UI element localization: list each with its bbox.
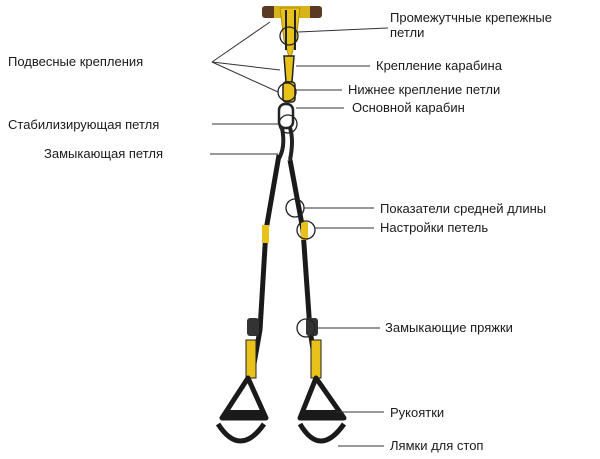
- right-adjust-tab: [301, 222, 308, 240]
- callout-circle-stabilizing: [278, 114, 298, 134]
- lower-loop-strap: [282, 81, 296, 103]
- left-handle-grip: [226, 410, 264, 420]
- label-stabilizing-loop: Стабилизирующая петля: [8, 117, 160, 132]
- leader-mounts-3: [211, 61, 279, 93]
- leader-intermediate: [297, 27, 389, 33]
- left-adjust-tab: [262, 225, 269, 243]
- callout-circle-adjust: [296, 220, 316, 240]
- left-lower-yellow: [245, 339, 257, 379]
- stabilizing-loop-shape: [288, 127, 294, 161]
- label-foot-cradles: Лямки для стоп: [390, 438, 484, 453]
- label-carabiner-mount: Крепление карабина: [376, 58, 502, 73]
- callout-circle-intermediate: [279, 26, 299, 46]
- right-lower-yellow: [310, 339, 322, 379]
- label-main-carabiner: Основной карабин: [352, 100, 465, 115]
- label-suspension-mounts: Подвесные крепления: [8, 54, 144, 69]
- middle-strap: [283, 55, 295, 83]
- label-locking-loop: Замыкающая петля: [44, 146, 164, 161]
- label-mid-length-indicators: Показатели средней длины: [380, 201, 547, 216]
- label-intermediate-loops-line2: петли: [390, 25, 425, 40]
- leader-mounts-2: [211, 61, 281, 71]
- right-buckle: [306, 318, 318, 336]
- label-intermediate-loops-line1: Промежутчные крепежные: [390, 10, 552, 25]
- label-lower-loop-mount: Нижнее крепление петли: [348, 82, 501, 97]
- right-handle-grip: [302, 410, 340, 420]
- left-buckle: [247, 318, 259, 336]
- anchor-strap: [279, 7, 301, 62]
- label-loop-adjustments: Настройки петель: [380, 220, 489, 235]
- label-locking-buckles: Замыкающие пряжки: [385, 320, 513, 335]
- left-foot-cradle: [215, 422, 267, 444]
- right-foot-cradle: [297, 422, 347, 444]
- leader-mounts-1: [211, 21, 271, 63]
- label-handles: Рукоятки: [390, 405, 445, 420]
